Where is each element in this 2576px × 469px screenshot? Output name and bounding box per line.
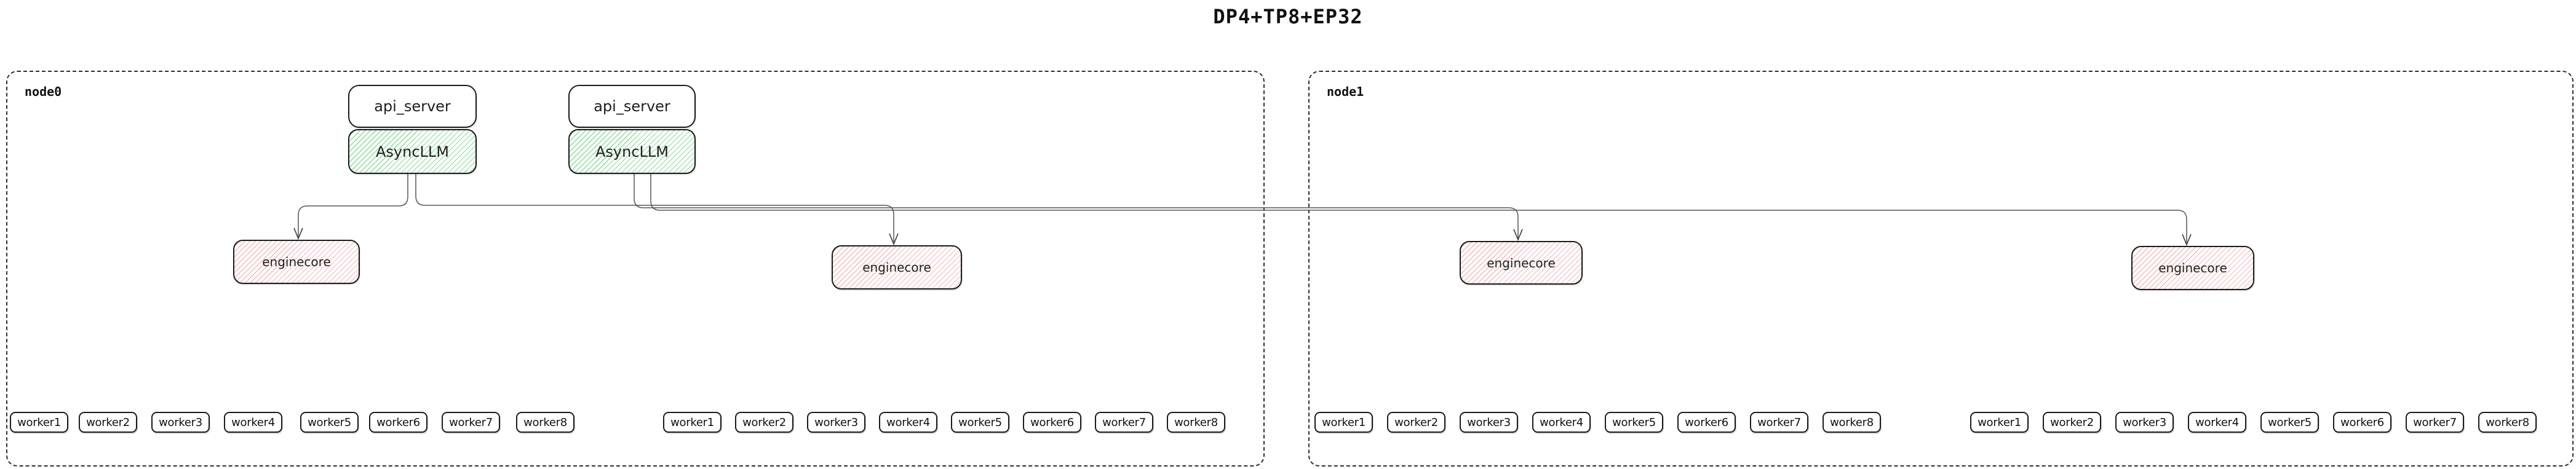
cluster-node0: node0	[6, 71, 1265, 467]
worker-box: worker1	[1970, 412, 2029, 433]
worker-box: worker7	[442, 412, 500, 433]
cluster-node1-label: node1	[1327, 84, 1364, 99]
worker-box: worker8	[1823, 412, 1881, 433]
enginecore-box-node0-2: enginecore	[832, 245, 962, 290]
api-server-box-1: api_server	[348, 85, 477, 128]
worker-box: worker4	[224, 412, 282, 433]
api-server-box-2: api_server	[568, 85, 696, 128]
worker-box: worker3	[2115, 412, 2174, 433]
worker-box: worker4	[1532, 412, 1591, 433]
worker-box: worker2	[735, 412, 793, 433]
worker-box: worker5	[951, 412, 1009, 433]
worker-box: worker6	[369, 412, 427, 433]
worker-box: worker8	[1167, 412, 1225, 433]
worker-box: worker3	[807, 412, 865, 433]
worker-box: worker6	[1023, 412, 1081, 433]
worker-box: worker3	[151, 412, 210, 433]
worker-box: worker1	[1314, 412, 1373, 433]
worker-box: worker5	[1605, 412, 1663, 433]
cluster-node1: node1	[1308, 71, 2574, 467]
enginecore-box-node1-2: enginecore	[2131, 246, 2254, 290]
enginecore-box-node1-1: enginecore	[1460, 241, 1583, 285]
worker-box: worker5	[2260, 412, 2319, 433]
worker-box: worker2	[1387, 412, 1445, 433]
worker-box: worker6	[2333, 412, 2391, 433]
worker-box: worker4	[2188, 412, 2246, 433]
worker-box: worker8	[2478, 412, 2537, 433]
diagram-title: DP4+TP8+EP32	[1213, 5, 1363, 28]
asyncllm-box-1: AsyncLLM	[348, 129, 477, 174]
worker-box: worker7	[1095, 412, 1153, 433]
cluster-node0-label: node0	[25, 84, 62, 99]
enginecore-box-node0-1: enginecore	[233, 240, 360, 284]
worker-box: worker7	[2406, 412, 2464, 433]
worker-box: worker2	[79, 412, 137, 433]
worker-box: worker2	[2043, 412, 2101, 433]
worker-box: worker3	[1460, 412, 1518, 433]
worker-box: worker5	[300, 412, 359, 433]
worker-box: worker6	[1677, 412, 1736, 433]
asyncllm-box-2: AsyncLLM	[568, 129, 696, 174]
worker-box: worker8	[516, 412, 574, 433]
worker-box: worker7	[1750, 412, 1808, 433]
worker-box: worker4	[879, 412, 937, 433]
worker-box: worker1	[10, 412, 68, 433]
worker-box: worker1	[663, 412, 722, 433]
